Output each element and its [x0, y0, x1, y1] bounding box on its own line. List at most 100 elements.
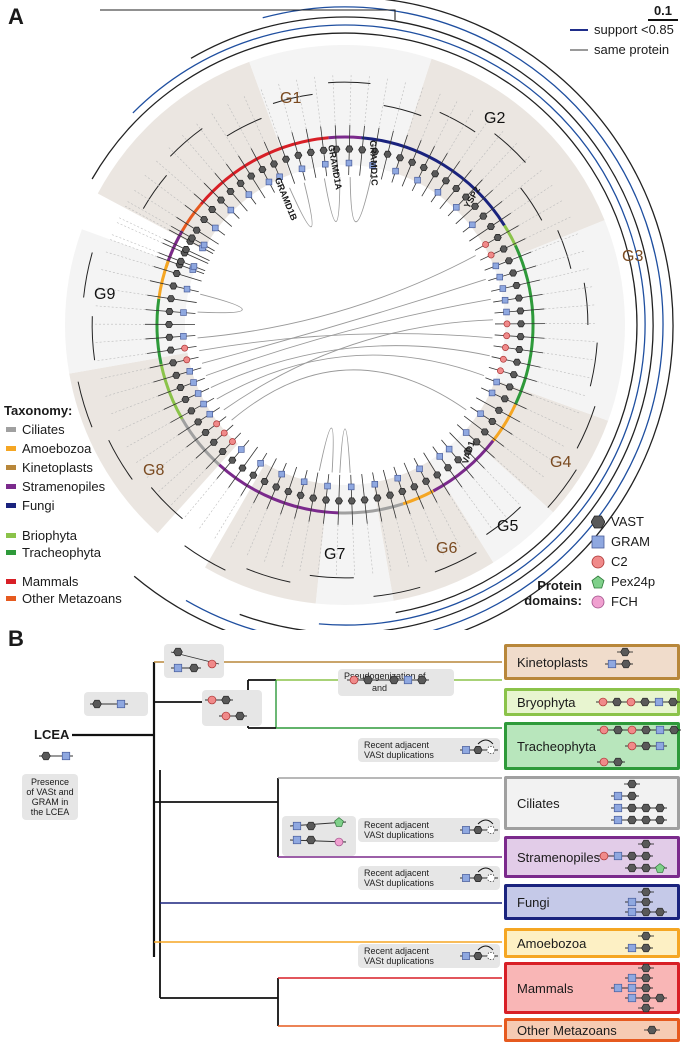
vast-domain-icon — [173, 647, 183, 657]
gram-domain-icon — [493, 378, 500, 386]
gram-domain-icon — [462, 826, 470, 834]
leaf-spoke — [278, 83, 306, 181]
leaf-spoke — [347, 474, 356, 575]
c2-circle-icon — [591, 555, 605, 568]
clade-box-ciliates: Ciliates — [504, 776, 680, 830]
leaf-spoke — [118, 388, 210, 431]
same-protein-link — [216, 354, 485, 400]
vast-domain-icon — [176, 384, 185, 391]
taxonomy-mammals-label: Mammals — [22, 574, 79, 589]
vast-domain-icon — [194, 418, 203, 426]
scale-bar: 0.1 — [648, 3, 678, 21]
leaf-spoke — [136, 407, 220, 463]
leaf-spoke — [462, 170, 542, 233]
vast-domain-icon — [516, 333, 525, 341]
c2-domain-icon — [502, 344, 509, 351]
duplication-icon — [460, 739, 498, 754]
leaf-spoke — [488, 366, 585, 396]
vast-domain-icon — [641, 863, 651, 873]
group-shade-sector — [97, 61, 291, 250]
vast-domain-icon — [627, 779, 637, 789]
taxonomy-title: Taxonomy: — [4, 403, 73, 418]
gram-domain-icon — [613, 791, 623, 801]
same-protein-loop — [289, 182, 313, 228]
taxonomy-tracheophyta: Tracheophyta — [6, 545, 101, 560]
leaf-spoke — [421, 110, 474, 197]
leaf-spoke — [393, 466, 427, 562]
legend-same-protein: same protein — [570, 42, 669, 57]
vast-domain-icon — [218, 448, 227, 456]
same-protein-loop — [197, 293, 243, 314]
protein-domains-title-line2: domains: — [524, 593, 582, 608]
clade-arc — [77, 381, 93, 428]
clade-arc — [328, 81, 371, 84]
vast-domain-icon — [306, 835, 316, 845]
gram-domain-icon — [322, 160, 329, 168]
tree-backbone-arc — [190, 16, 654, 630]
vast-domain-icon — [641, 815, 651, 825]
c2-domain-icon — [207, 695, 217, 705]
domain-architecture — [171, 663, 201, 673]
leaf-spoke — [491, 355, 590, 379]
c2-domain-icon — [496, 367, 504, 375]
gram-domain-icon — [462, 429, 470, 436]
vast-domain-icon — [228, 456, 237, 464]
leaf-spoke — [475, 397, 564, 447]
domain-architecture — [289, 835, 347, 847]
leaf-spoke — [101, 269, 199, 293]
vast-domain-icon — [321, 496, 331, 504]
vast-domain-icon — [505, 383, 514, 391]
dup-note-mammals-line2: VASt duplications — [364, 956, 434, 966]
taxonomy-color-ring — [361, 136, 506, 227]
group-shade-sector — [205, 463, 329, 604]
root-branch — [100, 9, 396, 20]
vast-domain-icon — [165, 333, 174, 341]
vast-domain-icon — [668, 697, 678, 707]
gram-domain-icon — [116, 699, 126, 709]
vast-domain-icon — [309, 494, 318, 502]
leaf-spoke — [158, 424, 234, 492]
leaf-spoke — [247, 462, 287, 556]
vast-domain-icon — [640, 697, 650, 707]
leaf-spoke — [463, 415, 544, 478]
domain-architecture — [644, 1025, 660, 1035]
gram-domain-icon — [292, 821, 302, 831]
c2-domain-icon — [503, 320, 511, 328]
gram-domain-icon — [257, 460, 264, 467]
domain-architecture — [624, 779, 640, 789]
leaf-spoke — [299, 472, 319, 571]
same-protein-loop — [349, 177, 372, 223]
group-shade-sector — [69, 352, 238, 534]
gram-domain-icon — [200, 400, 207, 408]
vast-domain-icon — [494, 406, 503, 414]
vast-domain-icon — [383, 150, 392, 158]
leaf-spoke — [127, 201, 215, 252]
vast-domain-icon — [334, 497, 343, 505]
group-label-g1: G1 — [280, 90, 302, 107]
vast-domain-icon — [370, 148, 380, 156]
gram-domain-icon — [180, 333, 187, 340]
c2-domain-icon — [482, 241, 489, 248]
leaf-spoke — [100, 356, 199, 379]
group-label-g9: G9 — [94, 286, 116, 303]
vast-domain-icon — [463, 447, 472, 455]
vast-domain-icon — [627, 803, 637, 813]
vast-domain-icon — [169, 359, 178, 367]
taxonomy-color-ring — [514, 244, 535, 406]
clade-arc — [494, 133, 526, 163]
taxonomy-ciliates: Ciliates — [6, 422, 65, 437]
gram-domain-icon — [436, 453, 444, 460]
vast-domain-icon — [169, 282, 178, 290]
vast-domain-icon — [641, 887, 651, 897]
gram-domain-icon — [245, 191, 253, 198]
dup-note-mammals-line1: Recent adjacent — [364, 946, 430, 956]
legend-same-protein-label: same protein — [594, 42, 670, 57]
c2-domain-icon — [599, 757, 609, 767]
presence-note-line4: the LCEA — [30, 807, 70, 817]
tracheophyta-swatch — [6, 550, 16, 555]
vast-domain-icon — [504, 257, 513, 265]
clade-arc — [246, 568, 291, 583]
domain-architecture — [597, 725, 681, 735]
